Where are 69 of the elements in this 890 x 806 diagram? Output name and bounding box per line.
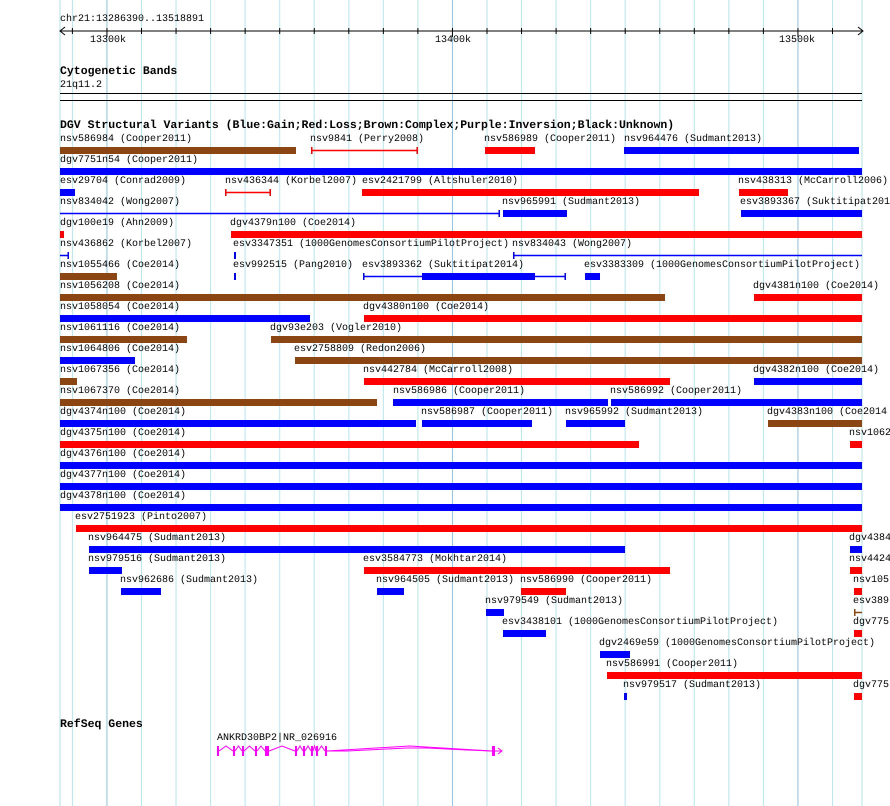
variant-label: nsv962686 (Sudmant2013) xyxy=(120,575,258,587)
variant-label: esv3347351 (1000GenomesConsortiumPilotProject) xyxy=(233,239,510,251)
variant-label: nsv965992 (Sudmant2013) xyxy=(565,407,704,419)
variant-label: dgv100e19 (Ahn2009) xyxy=(60,218,174,230)
variant-label: nsv436862 (Korbel2007) xyxy=(60,239,192,251)
track-title: DGV Structural Variants (Blue:Gain;Red:Loss;Brown:Complex;Purple:Inversion;Black:Unknown) xyxy=(60,120,674,132)
variant-label: nsv9841 (Perry2008) xyxy=(310,134,424,146)
variant-label: dgv4375n100 (Coe2014) xyxy=(60,428,186,440)
variant-label: esv3584773 (Mokhtar2014) xyxy=(363,554,508,566)
variant-label: nsv586989 (Cooper2011) xyxy=(484,134,616,146)
position-label: chr21:13286390..13518891 xyxy=(60,14,204,26)
variant-label: nsv586992 (Cooper2011) xyxy=(610,386,742,398)
variant-label: nsv586991 (Cooper2011) xyxy=(606,659,738,671)
variant-label: dgv4379n100 (Coe2014) xyxy=(230,218,356,230)
variant-label: nsv964475 (Sudmant2013) xyxy=(88,533,226,545)
variant-label: nsv442784 (McCarroll2008) xyxy=(363,365,514,377)
variant-label: nsv1067370 (Coe2014) xyxy=(60,386,180,398)
variant-label: nsv586984 (Cooper2011) xyxy=(60,134,192,146)
variant-label: nsv1064806 (Coe2014) xyxy=(60,344,180,356)
variant-label: nsv1055466 (Coe2014) xyxy=(60,260,180,272)
variant-label: dgv4374n100 (Coe2014) xyxy=(60,407,186,419)
variant-label: nsv834042 (Wong2007) xyxy=(60,197,180,209)
track-title: RefSeq Genes xyxy=(60,719,143,731)
variant-label: dgv4380n100 (Coe2014) xyxy=(363,302,490,314)
scale-tick-label: 13300k xyxy=(90,35,126,47)
variant-label: dgv4377n100 (Coe2014) xyxy=(60,470,186,482)
variant-label: dgv4382n100 (Coe2014) xyxy=(753,365,880,377)
variant-label: nsv436344 (Korbel2007) xyxy=(225,176,358,188)
variant-label: nsv438313 (McCarroll2006) xyxy=(738,176,888,188)
variant-label: dgv4376n100 (Coe2014) xyxy=(60,449,186,461)
variant-label: nsv586986 (Cooper2011) xyxy=(393,386,526,398)
variant-label: dgv4383n100 (Coe2014 xyxy=(767,407,888,419)
variant-label: dgv7751n54 (Cooper2011) xyxy=(60,155,198,167)
band-label: 21q11.2 xyxy=(60,80,102,92)
variant-label: esv3438101 (1000GenomesConsortiumPilotProject) xyxy=(502,617,778,629)
gene-label: ANKRD30BP2|NR_026916 xyxy=(217,733,338,745)
variant-label: dgv775 xyxy=(853,680,890,692)
variant-label: nsv105 xyxy=(853,575,890,587)
variant-label: esv992515 (Pang2010) xyxy=(233,260,354,272)
variant-label: nsv1056208 (Coe2014) xyxy=(60,281,180,293)
variant-label: esv3383309 (1000GenomesConsortiumPilotProject) xyxy=(584,260,860,272)
variant-label: dgv4381n100 (Coe2014) xyxy=(753,281,880,293)
variant-label: dgv2469e59 (1000GenomesConsortiumPilotProject) xyxy=(599,638,876,650)
variant-label: nsv979517 (Sudmant2013) xyxy=(623,680,762,692)
variant-label: nsv979549 (Sudmant2013) xyxy=(485,596,624,608)
variant-label: esv3893362 (Suktitipat2014) xyxy=(362,260,524,272)
scale-tick-label: 13400k xyxy=(435,35,471,47)
variant-label: dgv93e203 (Vogler2010) xyxy=(270,323,402,335)
variant-label: esv3893367 (Suktitipat201 xyxy=(740,197,890,209)
variant-label: nsv1067356 (Coe2014) xyxy=(60,365,180,377)
variant-label: nsv965991 (Sudmant2013) xyxy=(502,197,640,209)
variant-label: nsv1062 xyxy=(849,428,890,440)
track-title: Cytogenetic Bands xyxy=(60,66,178,78)
variant-label: esv2751923 (Pinto2007) xyxy=(75,512,208,524)
variant-label: esv2758809 (Redon2006) xyxy=(294,344,426,356)
variant-label: nsv586987 (Cooper2011) xyxy=(421,407,554,419)
variant-label: nsv586990 (Cooper2011) xyxy=(520,575,652,587)
variant-label: nsv834043 (Wong2007) xyxy=(512,239,632,251)
variant-label: dgv4378n100 (Coe2014) xyxy=(60,491,186,503)
variant-label: nsv1061116 (Coe2014) xyxy=(60,323,180,335)
variant-label: esv389 xyxy=(853,596,890,608)
variant-label: dgv775 xyxy=(853,617,890,629)
variant-label: nsv964505 (Sudmant2013) xyxy=(376,575,514,587)
variant-label: nsv964476 (Sudmant2013) xyxy=(624,134,762,146)
variant-label: nsv979516 (Sudmant2013) xyxy=(88,554,226,566)
variant-label: esv29704 (Conrad2009) xyxy=(60,176,186,188)
scale-tick-label: 13500k xyxy=(779,35,815,47)
variant-label: esv2421799 (Altshuler2010) xyxy=(362,176,518,188)
variant-label: nsv1058054 (Coe2014) xyxy=(60,302,180,314)
